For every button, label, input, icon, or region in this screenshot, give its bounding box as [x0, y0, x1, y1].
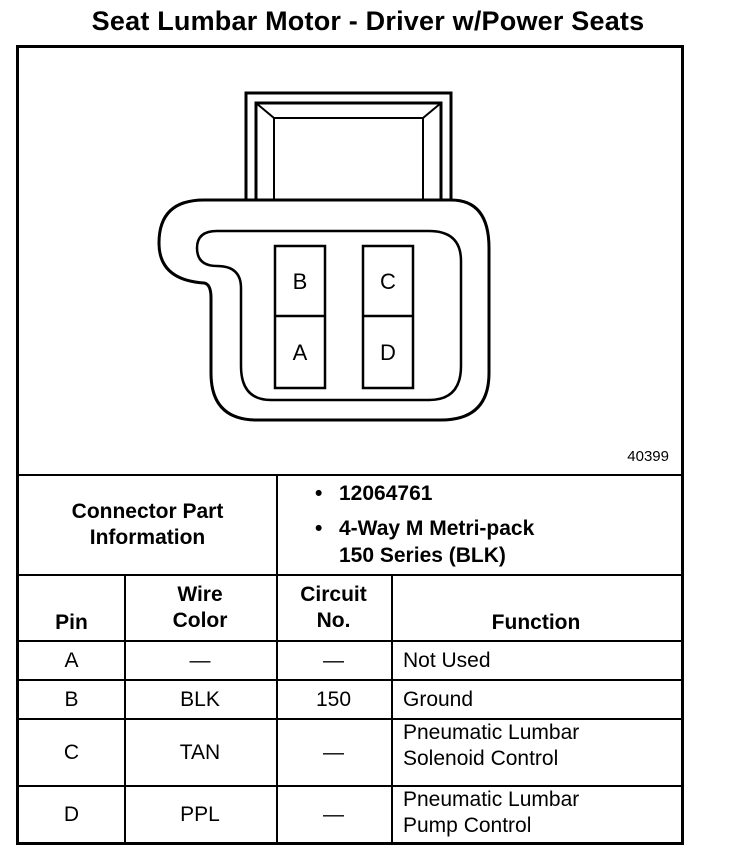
row-c-pin: C: [63, 740, 80, 764]
pin-label-a: A: [293, 340, 308, 365]
header-pin: Pin: [55, 611, 88, 634]
connector-info-label-line2: Information: [89, 526, 206, 549]
bullet-icon: •: [315, 482, 323, 505]
row-d-wire: PPL: [180, 802, 220, 826]
row-b-function: Ground: [403, 687, 474, 711]
divider-drawing: [19, 474, 681, 476]
latch-inner: [254, 101, 443, 200]
pin-label-c: C: [380, 269, 396, 294]
divider-header: [19, 640, 681, 642]
row-a-pin: A: [64, 648, 79, 672]
connector-card: B C A D 40399 Connector Part Information…: [16, 45, 684, 845]
row-c-function-line2: Solenoid Control: [403, 747, 559, 770]
header-circuit-line1: Circuit: [300, 583, 367, 606]
bullet-icon: •: [315, 517, 323, 540]
connector-desc-line2: 150 Series (BLK): [339, 544, 506, 567]
header-circuit-line2: No.: [316, 609, 351, 632]
connector-desc-line1: 4-Way M Metri-pack: [339, 517, 535, 540]
divider-col-pin: [124, 574, 126, 842]
connector-body-outer: [157, 198, 491, 422]
divider-row-b: [19, 718, 681, 720]
row-a-wire: —: [189, 648, 211, 672]
row-c-wire: TAN: [179, 740, 221, 764]
part-number: 12064761: [339, 482, 433, 505]
header-wire-color: Wire Color: [124, 576, 276, 640]
row-d-function-line1: Pneumatic Lumbar: [403, 788, 580, 811]
row-b-wire: BLK: [180, 687, 220, 711]
divider-col-circuit: [391, 574, 393, 842]
row-d-function: Pneumatic Lumbar Pump Control: [391, 787, 681, 842]
divider-row-c: [19, 785, 681, 787]
divider-row-a: [19, 679, 681, 681]
connector-info-list: • 12064761 • 4-Way M Metri-pack 150 Seri…: [315, 480, 534, 569]
connector-info-label: Connector Part Information: [19, 476, 276, 574]
row-c-function: Pneumatic Lumbar Solenoid Control: [391, 720, 681, 785]
row-c-circuit: —: [323, 740, 344, 764]
list-item: • 4-Way M Metri-pack 150 Series (BLK): [315, 515, 534, 569]
row-d-pin: D: [63, 802, 80, 826]
page-title: Seat Lumbar Motor - Driver w/Power Seats: [91, 6, 645, 36]
latch-housing: [244, 91, 453, 200]
row-c-function-line1: Pneumatic Lumbar: [403, 721, 580, 744]
header-function: Function: [491, 611, 581, 634]
row-b-pin: B: [64, 687, 79, 711]
header-wire-color-line2: Color: [172, 609, 228, 632]
row-a-circuit: —: [323, 648, 344, 672]
connector-body-inner: [195, 229, 463, 402]
divider-col-info: [276, 474, 278, 842]
row-d-circuit: —: [323, 802, 344, 826]
row-a-function: Not Used: [403, 648, 491, 672]
divider-connector-info: [19, 574, 681, 576]
row-d-function-line2: Pump Control: [403, 814, 532, 837]
pin-label-b: B: [293, 269, 308, 294]
pin-label-d: D: [380, 340, 396, 365]
header-wire-color-line1: Wire: [177, 583, 223, 606]
latch-bevel: [255, 102, 442, 200]
figure-number: 40399: [627, 448, 669, 465]
connector-info-label-line1: Connector Part: [71, 500, 224, 523]
row-b-circuit: 150: [315, 687, 352, 711]
connector-drawing: B C A D: [157, 91, 491, 422]
list-item: • 12064761: [315, 480, 534, 507]
header-circuit: Circuit No.: [276, 576, 391, 640]
